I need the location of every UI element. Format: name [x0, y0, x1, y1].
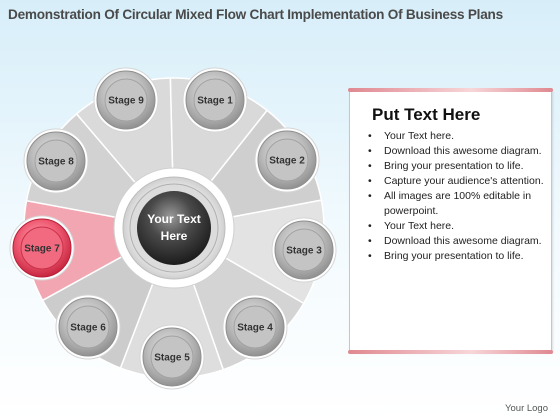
stage-label-3: Stage 3: [286, 246, 322, 257]
stage-node-inner: [150, 335, 194, 379]
stage-label-6: Stage 6: [70, 323, 106, 334]
stage-node-8: Stage 8: [23, 128, 89, 194]
panel-bottom-bar: [348, 350, 553, 354]
hub-core: [137, 191, 211, 265]
stage-nodes: Stage 1 Stage 2 Stage 3 Stage 4 Stage 5 Stage…: [9, 67, 337, 390]
stage-node-inner: [20, 226, 64, 270]
panel-top-bar: [348, 88, 553, 92]
bullet-item: Bring your presentation to life.: [364, 249, 544, 264]
panel-bullet-list: Your Text here. Download this awesome di…: [364, 129, 544, 264]
stage-label-1: Stage 1: [197, 96, 233, 107]
stage-label-2: Stage 2: [269, 156, 305, 167]
stage-label-9: Stage 9: [108, 96, 144, 107]
stage-label-8: Stage 8: [38, 157, 74, 168]
stage-node-4: Stage 4: [222, 294, 288, 360]
stage-label-5: Stage 5: [154, 353, 190, 364]
hub-text-line-2: Here: [161, 229, 188, 243]
hub-text-line-1: Your Text: [147, 212, 201, 226]
page-title: Demonstration Of Circular Mixed Flow Cha…: [8, 7, 503, 22]
bullet-item: Capture your audience's attention.: [364, 174, 544, 189]
stage-node-2: Stage 2: [254, 127, 320, 193]
stage-node-inner: [282, 228, 326, 272]
stage-node-3: Stage 3: [271, 217, 337, 283]
stage-node-7: Stage 7: [9, 215, 75, 281]
bullet-item: Bring your presentation to life.: [364, 159, 544, 174]
stage-node-inner: [66, 305, 110, 349]
stage-node-9: Stage 9: [93, 67, 159, 133]
stage-node-inner: [34, 139, 78, 183]
logo-text: Your Logo: [505, 403, 548, 414]
text-panel: Put Text Here Your Text here. Download t…: [348, 88, 553, 354]
stage-node-inner: [104, 78, 148, 122]
stage-node-6: Stage 6: [55, 294, 121, 360]
bullet-item: Download this awesome diagram.: [364, 144, 544, 159]
stage-node-inner: [233, 305, 277, 349]
central-hub: Your Text Here: [113, 167, 235, 289]
bullet-item: Your Text here.: [364, 219, 544, 234]
stage-node-1: Stage 1: [182, 67, 248, 133]
stage-node-5: Stage 5: [139, 324, 205, 390]
stage-label-4: Stage 4: [237, 323, 273, 334]
stage-node-inner: [265, 138, 309, 182]
bullet-item: Your Text here.: [364, 129, 544, 144]
stage-label-7: Stage 7: [24, 244, 60, 255]
bullet-item: Download this awesome diagram.: [364, 234, 544, 249]
bullet-item: All images are 100% editable in powerpoi…: [364, 189, 544, 219]
panel-title: Put Text Here: [372, 105, 481, 124]
stage-node-inner: [193, 78, 237, 122]
